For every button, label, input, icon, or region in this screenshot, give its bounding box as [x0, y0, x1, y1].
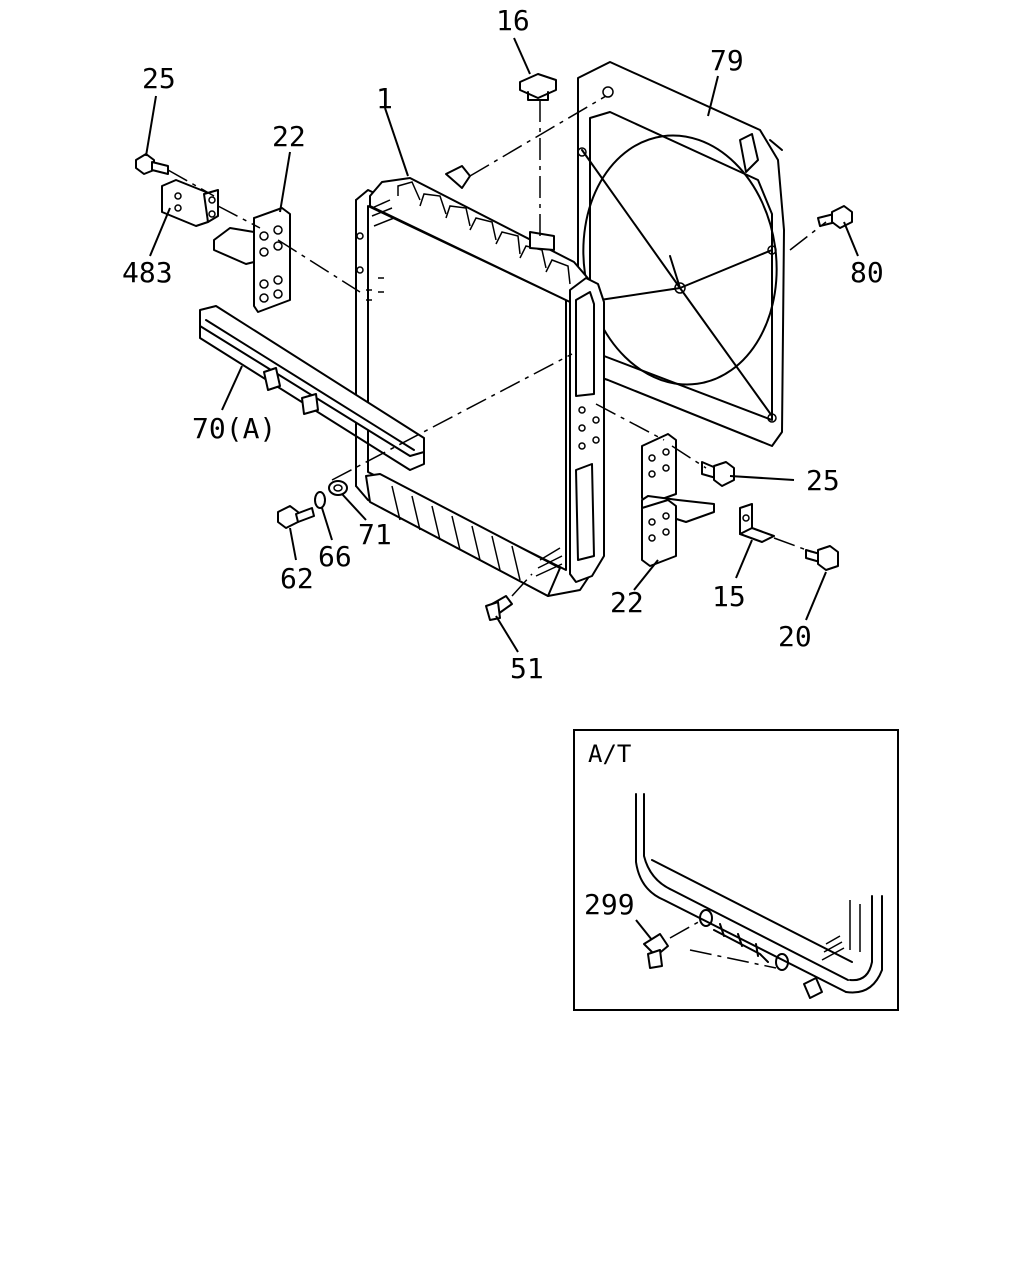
bolt-80 [817, 205, 853, 229]
inset-title: A/T [588, 740, 631, 768]
callout-51: 51 [510, 652, 544, 685]
callout-16: 16 [496, 4, 530, 37]
radiator [355, 165, 605, 621]
leader-lines [145, 37, 859, 653]
bracket-15 [739, 503, 775, 543]
callout-483: 483 [122, 256, 173, 289]
washer-71 [328, 480, 348, 496]
callout-62: 62 [280, 562, 314, 595]
bolt-62 [277, 505, 315, 529]
callout-79: 79 [710, 44, 744, 77]
callout-80: 80 [850, 256, 884, 289]
inset-frame [573, 729, 899, 1011]
bolt-25-top [135, 153, 169, 175]
callout-labels: 1 16 79 25 22 483 80 70(A) 71 66 62 51 2… [122, 4, 884, 685]
inset-at: A/T 299 [573, 729, 899, 1011]
callout-71: 71 [358, 518, 392, 551]
seal-70a [199, 305, 425, 471]
washer-66 [314, 491, 326, 509]
callout-66: 66 [318, 540, 352, 573]
bracket-22-top [213, 207, 291, 313]
fan-shroud [577, 61, 785, 447]
assembly-lines [167, 95, 827, 597]
callout-70a: 70(A) [192, 412, 276, 445]
callout-299: 299 [584, 888, 635, 921]
bolt-20 [805, 545, 839, 571]
bracket-22-bottom [641, 433, 715, 567]
callout-22-top: 22 [272, 120, 306, 153]
radiator-cap [519, 73, 557, 101]
callout-25-right: 25 [806, 464, 840, 497]
callout-25-top: 25 [142, 62, 176, 95]
bracket-483 [161, 179, 219, 227]
callout-1: 1 [376, 82, 393, 115]
callout-15: 15 [712, 580, 746, 613]
bolt-25-right [701, 461, 735, 487]
callout-22-bottom: 22 [610, 586, 644, 619]
callout-20: 20 [778, 620, 812, 653]
